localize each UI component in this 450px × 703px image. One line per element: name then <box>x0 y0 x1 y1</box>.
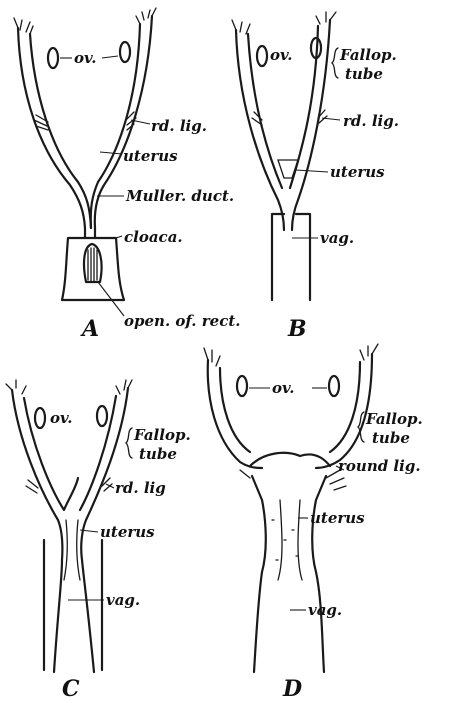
panel-c-letter: C <box>62 676 80 702</box>
panel-c-vag-label: vag. <box>106 591 140 609</box>
panel-a-ov-label: ov. <box>74 49 96 67</box>
panel-a-left-ovary <box>48 48 58 68</box>
panel-b-uterus-label: uterus <box>330 163 385 181</box>
panel-b-left-ovary <box>257 46 267 66</box>
panel-c-left-tube <box>12 390 62 672</box>
panel-c-ov-label: ov. <box>50 409 72 427</box>
panel-a-open-of-rect-label: open. of. rect. <box>124 312 240 330</box>
panel-a-rectum-opening <box>84 244 102 282</box>
panel-c: ov. Fallop. tube rd. lig uterus vag. C <box>6 380 191 702</box>
panel-a-uterus-label: uterus <box>123 147 178 165</box>
panel-b-vag-label: vag. <box>320 229 354 247</box>
panel-b-fallop-label: Fallop. <box>339 46 397 64</box>
panel-c-rd-lig-label: rd. lig <box>115 479 166 497</box>
panel-a-right-ovary <box>120 42 130 62</box>
panel-b-ov-label: ov. <box>270 46 292 64</box>
panel-a-letter: A <box>80 316 99 342</box>
panel-b-letter: B <box>287 316 307 342</box>
panel-d-fallop-label: Fallop. <box>365 410 423 428</box>
panel-d-left-tube <box>208 360 262 468</box>
panel-c-right-ovary <box>97 406 107 426</box>
panel-d-right-ovary <box>329 376 339 396</box>
panel-d-uterus-label: uterus <box>310 509 365 527</box>
panel-d-round-lig-label: round lig. <box>338 457 421 475</box>
panel-c-left-ovary <box>35 408 45 428</box>
panel-a-cloaca <box>62 238 124 300</box>
panel-c-tube-label: tube <box>139 445 177 463</box>
panel-a-cloaca-label: cloaca. <box>124 228 183 246</box>
panel-d-right-tube <box>316 354 372 468</box>
panel-a: ov. rd. lig. uterus Muller. duct. cloaca… <box>14 8 240 342</box>
panel-b-rd-lig-label: rd. lig. <box>343 112 399 130</box>
panel-d-uterus <box>252 476 266 672</box>
panel-d-letter: D <box>282 676 302 702</box>
panel-d-left-ovary <box>237 376 247 396</box>
panel-b: ov. Fallop. tube rd. lig. uterus vag. B <box>232 12 399 342</box>
panel-d-vag-label: vag. <box>308 601 342 619</box>
panel-d: ov. Fallop. tube round lig. uterus vag. … <box>204 344 423 702</box>
panel-a-rd-lig-label: rd. lig. <box>151 117 207 135</box>
panel-c-uterus-label: uterus <box>100 523 155 541</box>
panel-d-ov-label: ov. <box>272 379 294 397</box>
panel-b-tube-label: tube <box>345 65 383 83</box>
panel-d-tube-label: tube <box>372 429 410 447</box>
panel-c-fallop-label: Fallop. <box>133 426 191 444</box>
panel-a-muller-duct-label: Muller. duct. <box>125 187 234 205</box>
